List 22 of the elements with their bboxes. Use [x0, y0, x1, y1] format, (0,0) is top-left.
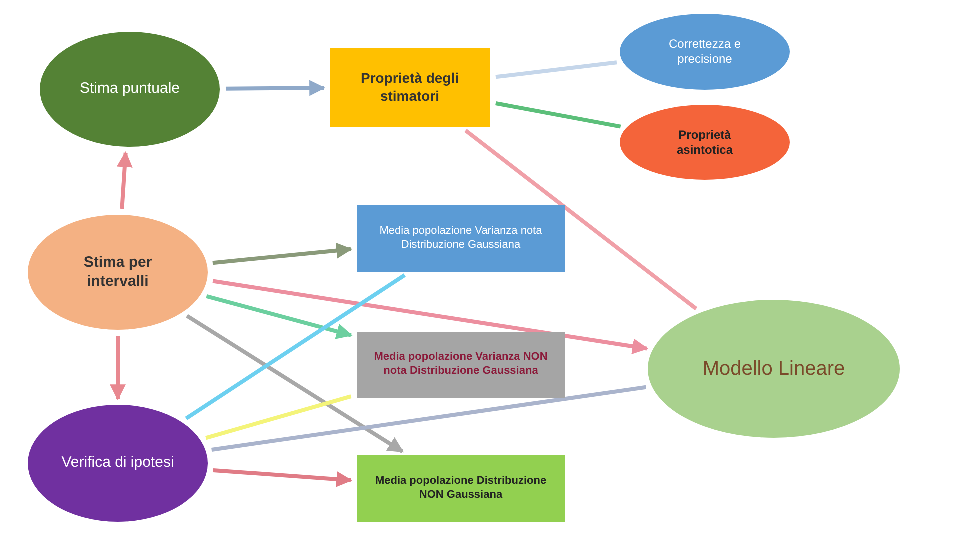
arrow	[206, 294, 353, 340]
arrow	[116, 151, 133, 210]
arrow	[110, 336, 126, 401]
process-box	[357, 332, 565, 398]
arrow	[226, 80, 326, 96]
arrow	[213, 468, 353, 488]
node-label: Proprietà asintotica	[676, 128, 734, 158]
arrow	[212, 279, 649, 354]
node-label: Modello Lineare	[702, 356, 846, 382]
process-box	[330, 48, 490, 127]
node-label: Proprietà degli stimatori	[360, 70, 460, 105]
node-label: Media popolazione Distribuzione NON Gaussiana	[374, 474, 548, 502]
arrow	[212, 242, 353, 266]
node-label: Media popolazione Varianza nota Distribuzione Gaussiana	[378, 224, 544, 252]
node-label: Correttezza e precisione	[668, 37, 742, 67]
arrow	[186, 314, 404, 454]
node-label: Stima per intervalli	[82, 254, 154, 292]
process-box	[357, 205, 565, 272]
process-box	[357, 455, 565, 522]
node-label: Media popolazione Varianza NON nota Distribuzione Gaussiana	[373, 351, 549, 379]
node-label: Stima puntuale	[80, 80, 180, 99]
node-label: Verifica di ipotesi	[62, 454, 174, 473]
